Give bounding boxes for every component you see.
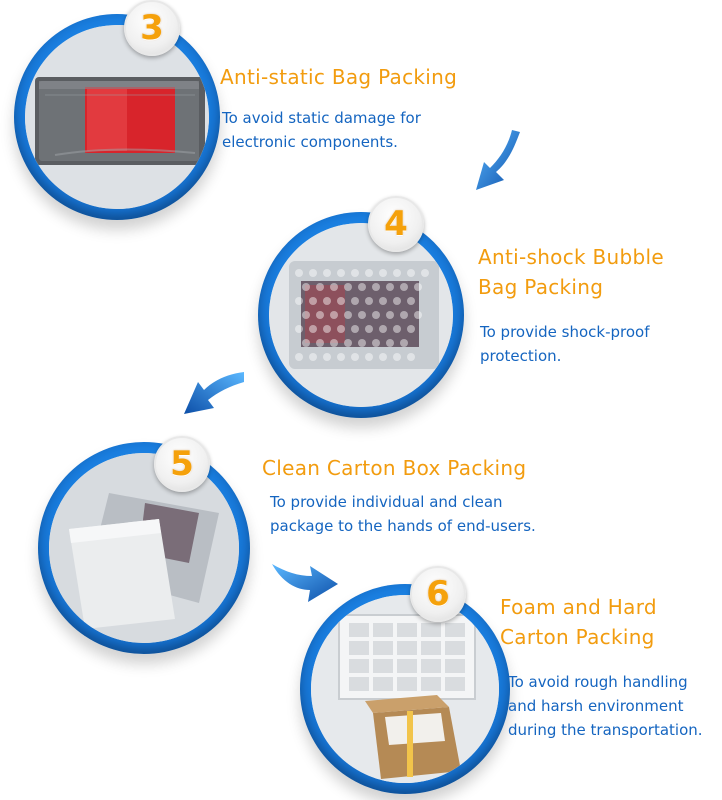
bubble-bag-photo xyxy=(269,223,453,407)
foam-carton-photo xyxy=(311,595,499,783)
step-6-desc-line: and harsh environment xyxy=(508,697,684,715)
down-left-arrow-icon xyxy=(470,128,530,198)
antistatic-bag-photo xyxy=(25,25,209,209)
step-6-description: To avoid rough handling and harsh enviro… xyxy=(508,670,703,742)
step-3-desc-line: To avoid static damage for xyxy=(222,109,421,127)
step-3-description: To avoid static damage for electronic co… xyxy=(222,106,421,154)
step-5-desc-line: To provide individual and clean xyxy=(270,493,503,511)
step-3-circle xyxy=(14,14,220,220)
step-4-badge: 4 xyxy=(368,196,424,252)
step-3-badge: 3 xyxy=(124,0,180,56)
step-3-desc-line: electronic components. xyxy=(222,133,398,151)
step-5-title: Clean Carton Box Packing xyxy=(262,453,526,483)
step-6-badge: 6 xyxy=(410,566,466,622)
carton-box-photo xyxy=(49,453,239,643)
right-arrow-icon xyxy=(268,554,340,606)
step-5-description: To provide individual and clean package … xyxy=(270,490,536,538)
step-4-title-line: Bag Packing xyxy=(478,275,604,299)
step-4-desc-line: To provide shock-proof xyxy=(480,323,650,341)
step-3-title: Anti-static Bag Packing xyxy=(220,62,457,92)
step-4-title: Anti-shock Bubble Bag Packing xyxy=(478,242,664,302)
step-5-circle xyxy=(38,442,250,654)
step-6-desc-line: during the transportation. xyxy=(508,721,703,739)
step-6-desc-line: To avoid rough handling xyxy=(508,673,688,691)
step-5-title-line: Clean Carton Box Packing xyxy=(262,456,527,480)
step-4-desc-line: protection. xyxy=(480,347,562,365)
step-4-circle xyxy=(258,212,464,418)
step-5-desc-line: package to the hands of end-users. xyxy=(270,517,536,535)
down-left-arrow-icon xyxy=(178,366,248,426)
step-4-description: To provide shock-proof protection. xyxy=(480,320,650,368)
step-6-title: Foam and Hard Carton Packing xyxy=(500,592,657,652)
step-6-title-line: Foam and Hard xyxy=(500,595,657,619)
step-3-title-line: Anti-static Bag Packing xyxy=(220,65,458,89)
step-6-title-line: Carton Packing xyxy=(500,625,655,649)
step-4-title-line: Anti-shock Bubble xyxy=(478,245,664,269)
step-5-badge: 5 xyxy=(154,436,210,492)
step-6-circle xyxy=(300,584,510,794)
